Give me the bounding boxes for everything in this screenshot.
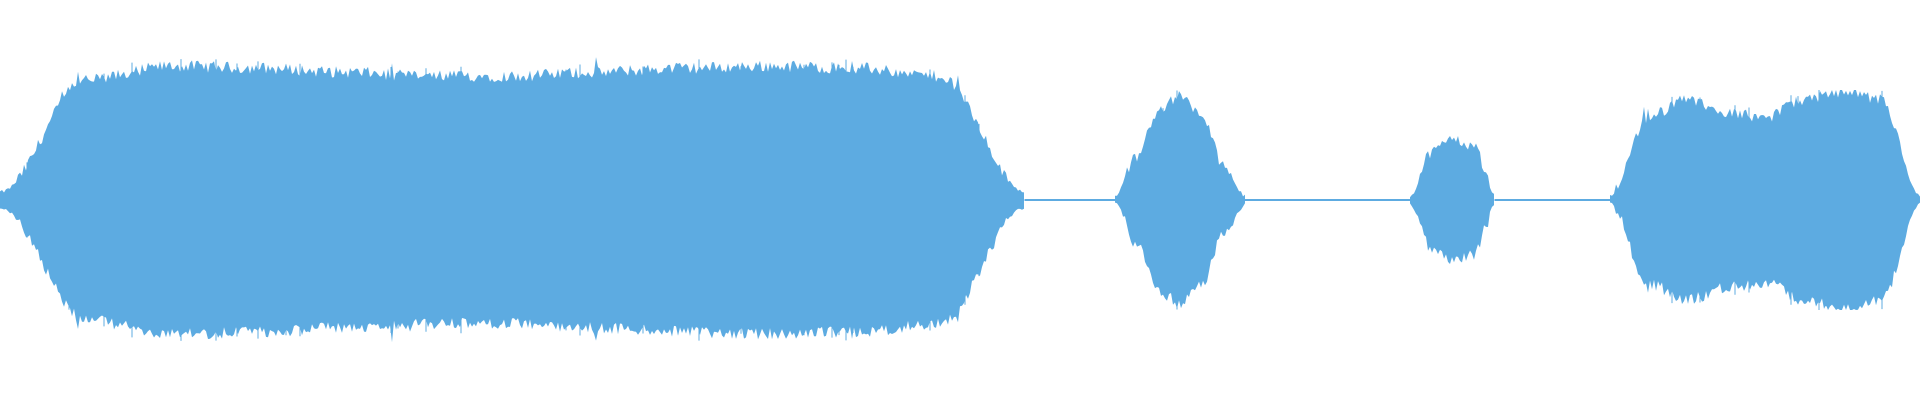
waveform-shapes (0, 57, 1920, 343)
